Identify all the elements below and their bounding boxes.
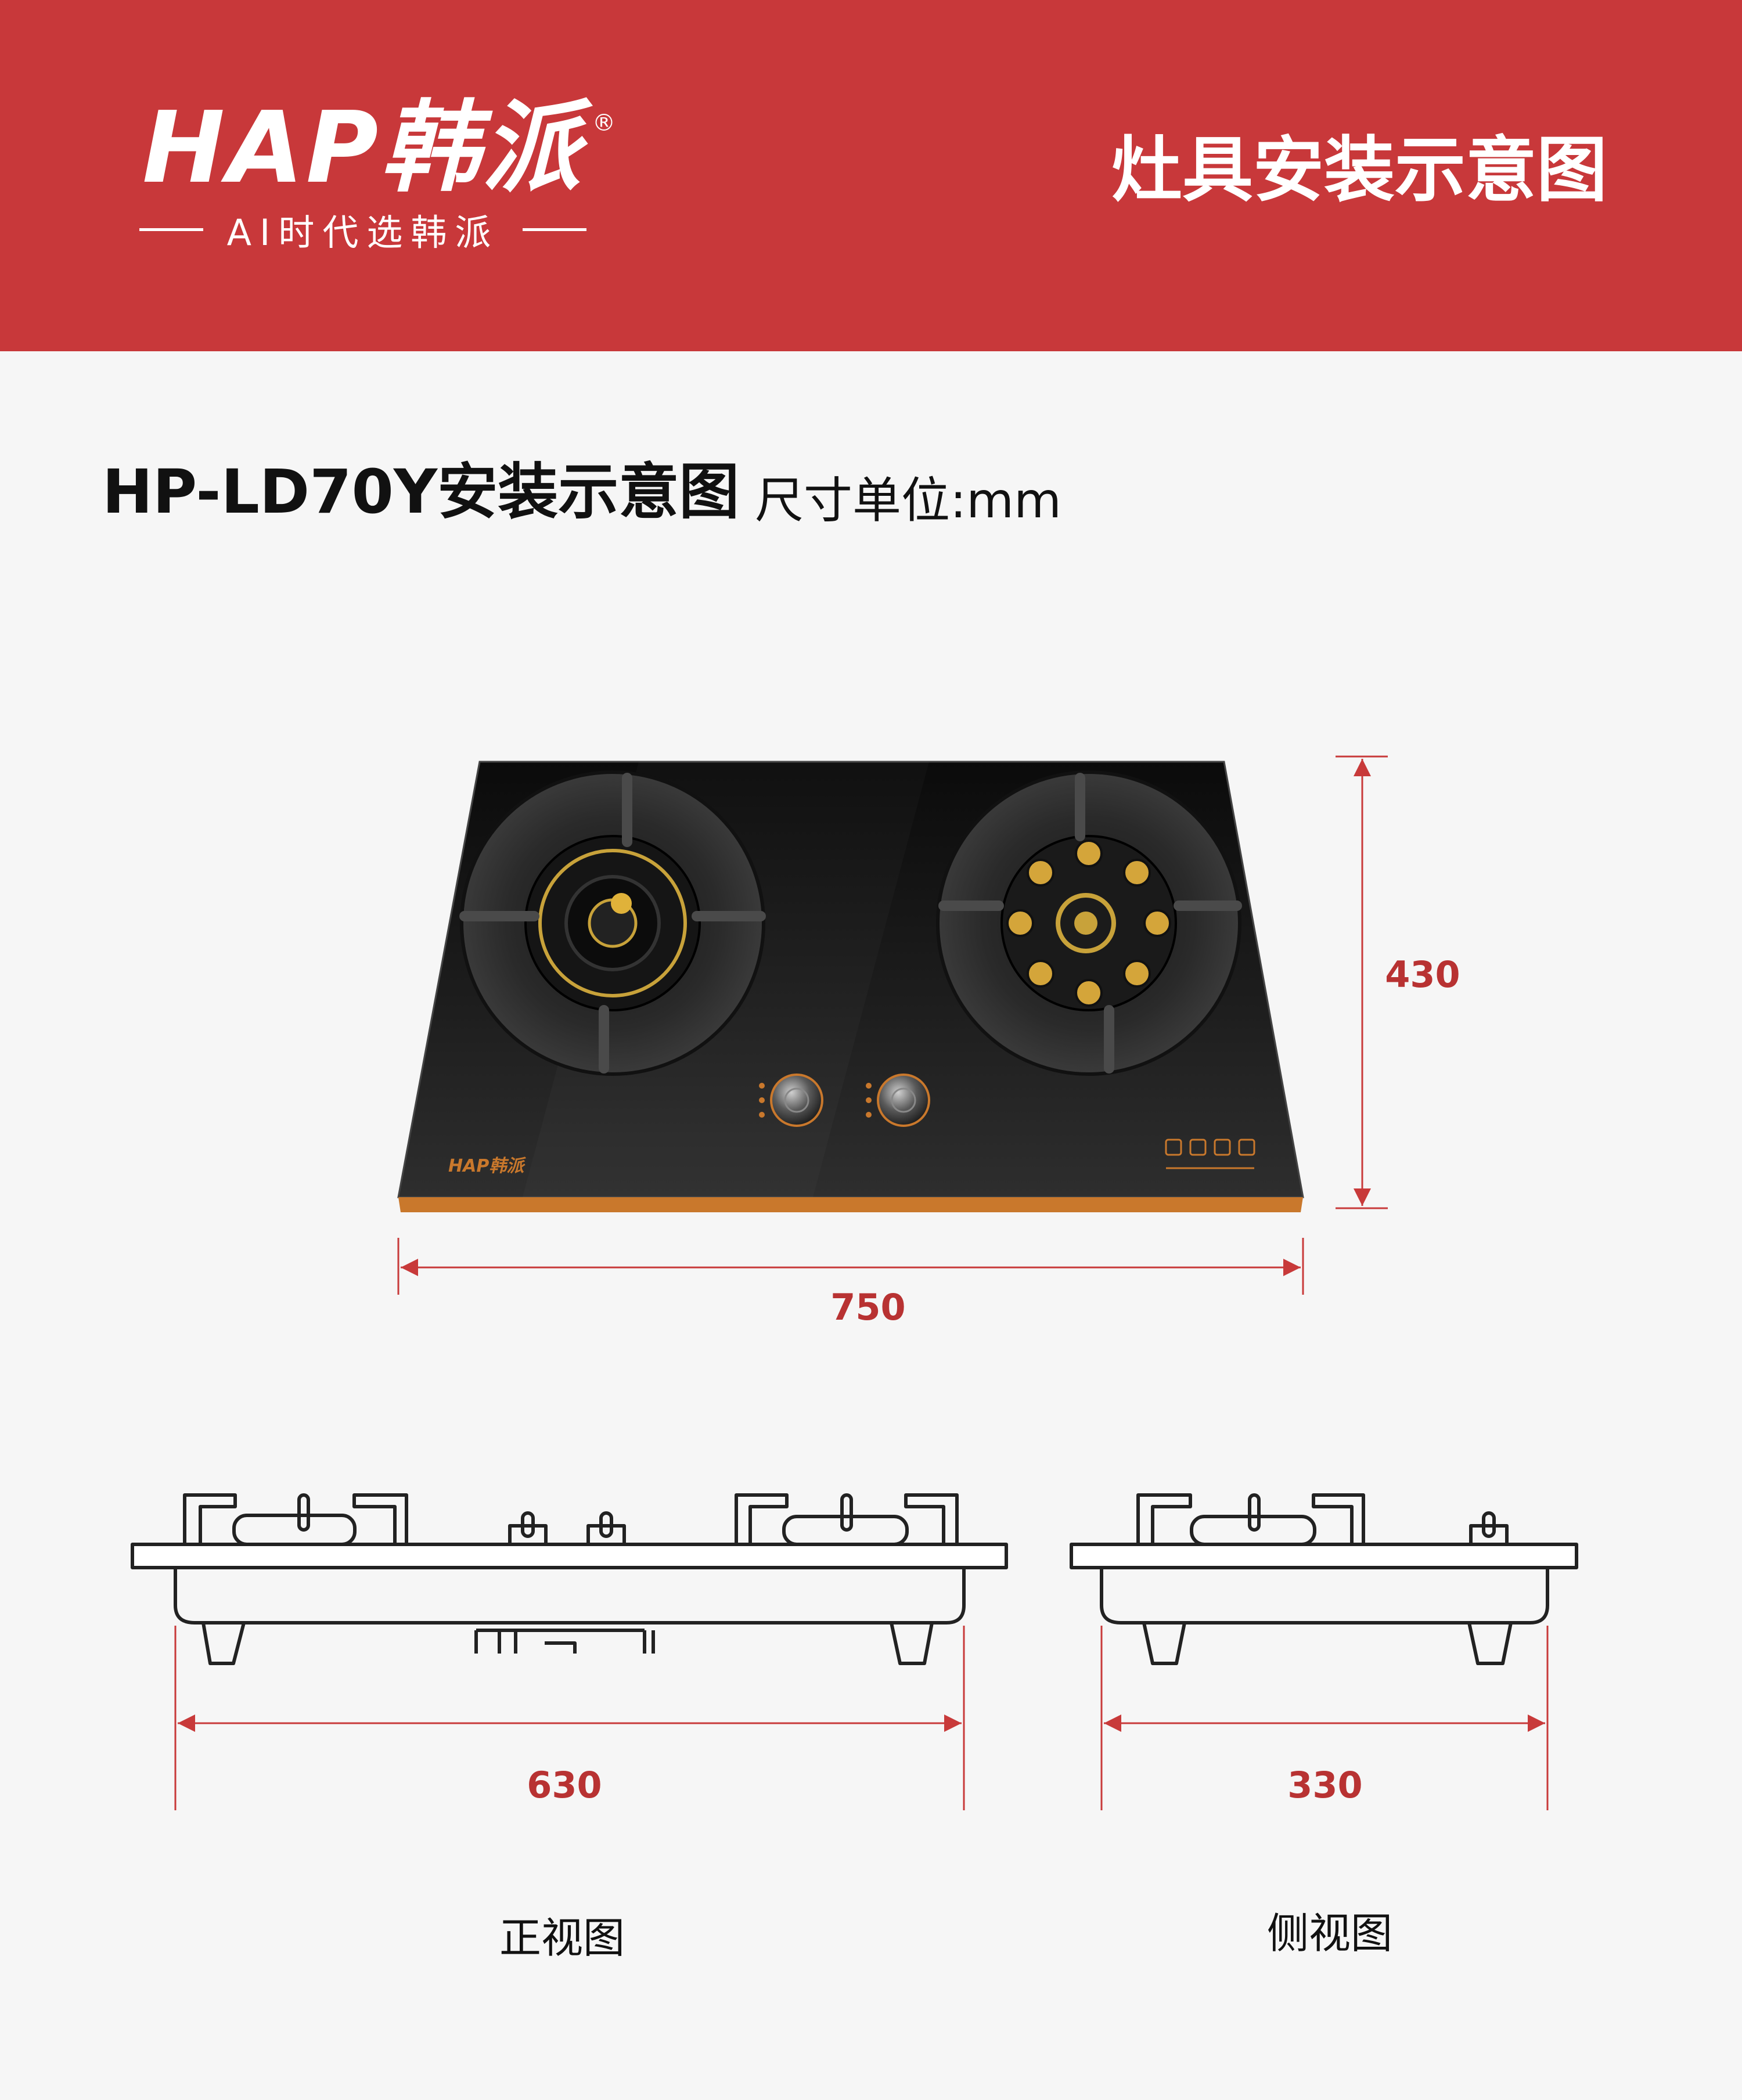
- front-width-dimension-label: 630: [527, 1764, 602, 1806]
- right-pan-support-arms: [938, 773, 1242, 1074]
- side-view-label: 侧视图: [1267, 1909, 1392, 1958]
- left-knob: [770, 1074, 823, 1127]
- panel-brand-mark: HAP韩派: [448, 1156, 526, 1176]
- right-burner-ports: [1006, 840, 1171, 1007]
- left-burner: [459, 770, 766, 1076]
- brand-tagline: AI时代选韩派: [139, 200, 586, 258]
- side-body: [1100, 1568, 1549, 1624]
- tagline-text: AI时代选韩派: [226, 211, 499, 254]
- width-dimension-label: 750: [830, 1286, 905, 1328]
- unit-label: 尺寸单位:mm: [755, 472, 1061, 529]
- front-gas-pipe: [474, 1629, 655, 1654]
- header-banner: HAP韩派 ® AI时代选韩派 灶具安装示意图: [0, 0, 1742, 351]
- right-burner-core: [1074, 912, 1097, 935]
- front-width-dimension: 630: [174, 1626, 965, 1810]
- tagline-dash-right: [523, 228, 586, 231]
- trim-strip: [398, 1197, 1303, 1212]
- front-right-support-bracket: [735, 1493, 789, 1544]
- right-burner: [936, 770, 1242, 1076]
- side-support-bracket-r: [1312, 1493, 1365, 1544]
- depth-dimension: 430: [1336, 755, 1460, 1209]
- front-left-foot: [201, 1622, 246, 1665]
- side-support-bracket: [1136, 1493, 1192, 1544]
- front-right-igniter: [840, 1493, 853, 1532]
- front-left-burner-cap: [232, 1514, 357, 1546]
- left-brass-ring: [538, 849, 687, 997]
- left-pan-support-arms: [459, 773, 766, 1074]
- brand-logo: HAP韩派: [142, 91, 583, 206]
- stove-top-view: HAP韩派: [397, 761, 1304, 1212]
- side-igniter: [1248, 1493, 1261, 1532]
- side-left-foot: [1142, 1622, 1186, 1665]
- front-view-drawing: [131, 1493, 1008, 1665]
- front-left-igniter: [297, 1493, 310, 1532]
- side-panel-plate: [1070, 1543, 1578, 1569]
- feature-icons: [1165, 1139, 1255, 1169]
- front-body: [174, 1568, 966, 1624]
- left-brass-dot: [611, 893, 632, 914]
- side-knob-stem: [1482, 1511, 1496, 1538]
- front-right-support-bracket-r: [904, 1493, 959, 1544]
- front-left-support-bracket: [183, 1493, 237, 1544]
- side-width-dimension: 330: [1100, 1626, 1549, 1810]
- front-left-support-bracket-r: [352, 1493, 408, 1544]
- side-width-dimension-label: 330: [1287, 1764, 1362, 1806]
- front-right-knob-stem: [599, 1511, 613, 1538]
- front-right-foot: [890, 1622, 934, 1665]
- knob-indicators: [759, 1083, 872, 1118]
- header-title: 灶具安装示意图: [1111, 129, 1607, 211]
- registered-mark: ®: [592, 110, 616, 136]
- front-panel-plate: [131, 1543, 1008, 1569]
- side-right-foot: [1467, 1622, 1513, 1665]
- width-dimension: 750: [397, 1238, 1304, 1328]
- tagline-dash-left: [139, 228, 203, 231]
- model-title: HP-LD70Y安装示意图: [102, 456, 740, 527]
- front-view-label: 正视图: [499, 1914, 625, 1962]
- side-view-drawing: [1070, 1493, 1578, 1665]
- right-knob: [877, 1074, 930, 1127]
- front-left-knob-stem: [521, 1511, 535, 1538]
- depth-dimension-label: 430: [1385, 953, 1460, 996]
